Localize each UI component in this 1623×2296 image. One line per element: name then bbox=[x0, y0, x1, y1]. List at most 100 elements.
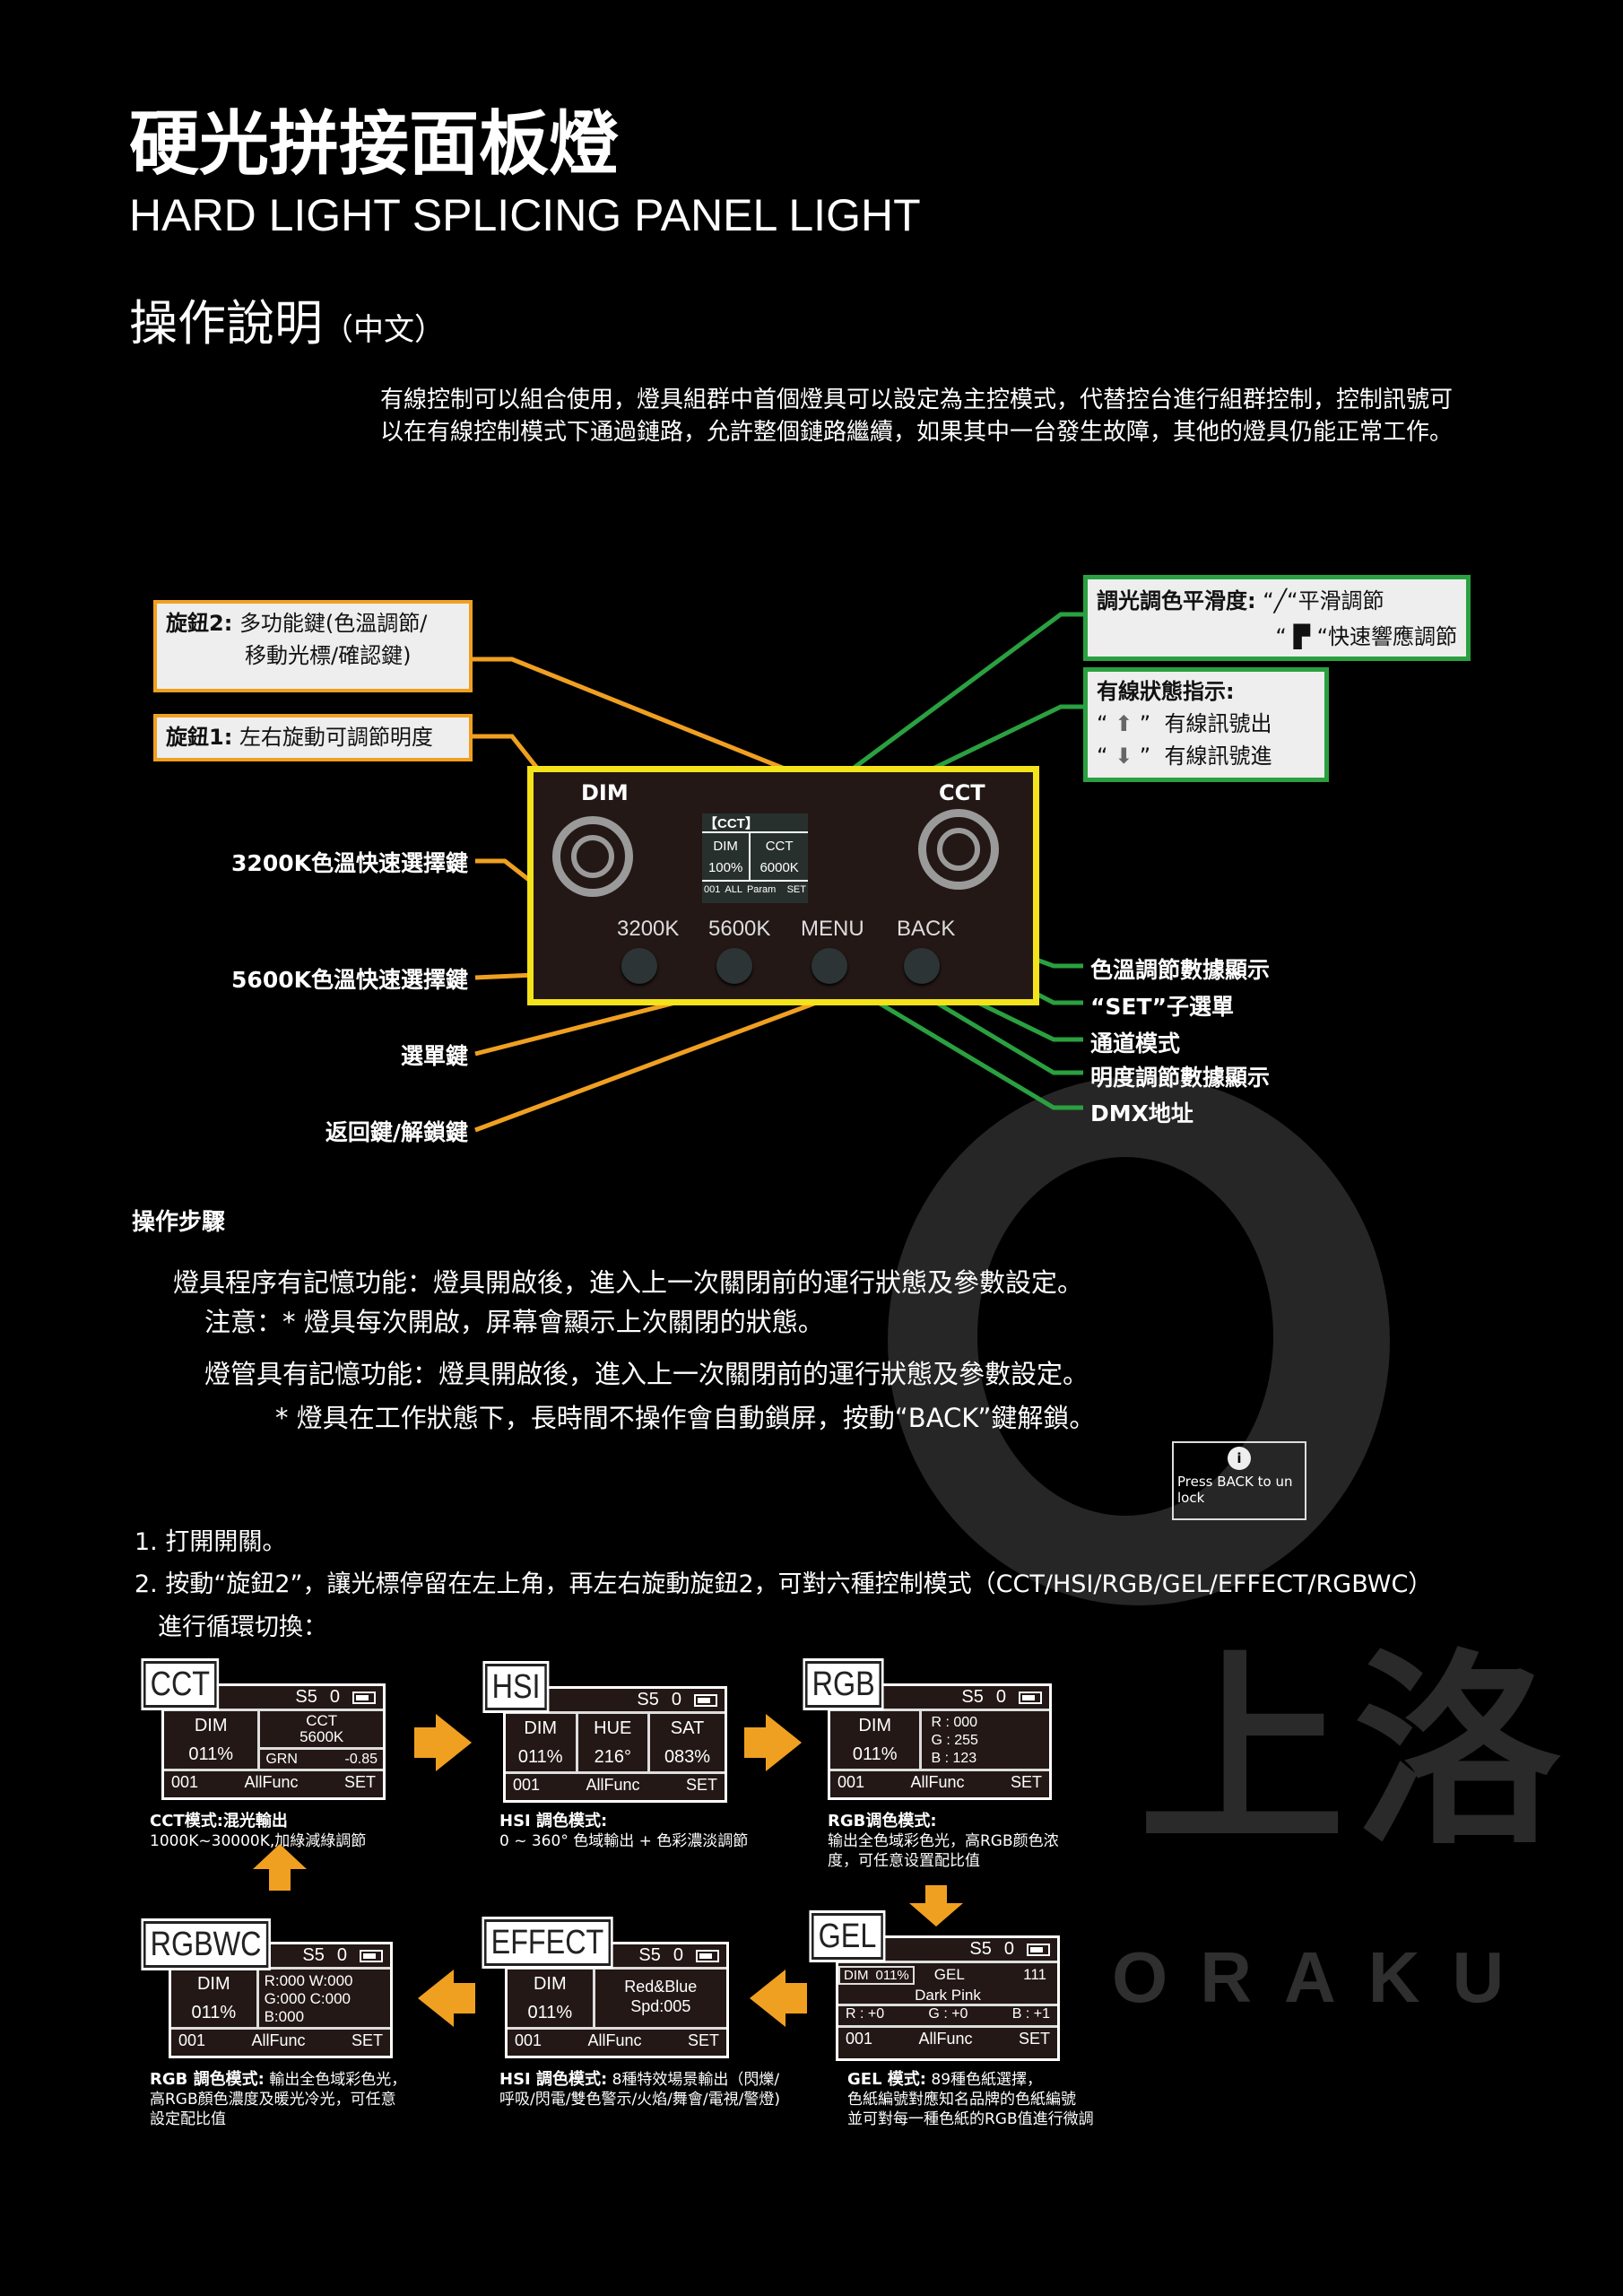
panel-cct-label: CCT bbox=[939, 780, 985, 805]
dim-label: DIM bbox=[196, 1973, 230, 1994]
zero: 0 bbox=[1003, 1939, 1014, 1959]
b-value: B:000 bbox=[264, 2008, 305, 2025]
scene: S5 bbox=[969, 1939, 992, 1959]
desc-text-0: 8種特效場景輸出（閃爍/ bbox=[612, 2071, 780, 2089]
func: AllFunc bbox=[918, 2030, 973, 2048]
desc-text-2: 度，可任意设置配比值 bbox=[828, 1852, 980, 1870]
arrow-up-icon: ⬆ bbox=[1115, 711, 1133, 736]
lcd-dim-label: DIM bbox=[713, 839, 738, 854]
tag-hsi: HSI bbox=[482, 1661, 550, 1713]
desc-rgb: RGB调色模式:输出全色域彩色光，高RGB颜色浓度，可任意设置配比值 bbox=[828, 1812, 1059, 1871]
b-value: B : 123 bbox=[931, 1751, 977, 1766]
scene: S5 bbox=[295, 1687, 317, 1707]
sat-value: 083% bbox=[664, 1746, 711, 1767]
set: SET bbox=[687, 2031, 719, 2049]
step-curve-icon: ▛ bbox=[1293, 624, 1310, 649]
note-tube-memory: 燈管具有記憶功能：燈具開啟後，進入上一次關閉前的運行狀態及參數設定。 bbox=[204, 1359, 1089, 1389]
desc-text-0: 89種色紙選擇， bbox=[931, 2071, 1043, 2089]
desc-title: RGB调色模式: bbox=[828, 1812, 937, 1831]
label-dmx-address: DMX地址 bbox=[1090, 1100, 1193, 1126]
zero: 0 bbox=[329, 1687, 340, 1707]
func: AllFunc bbox=[587, 2031, 642, 2049]
callout-knob2: 旋鈕2: 多功能鍵(色溫調節/ 移動光標/確認鍵) bbox=[153, 600, 473, 692]
battery-icon bbox=[360, 1949, 383, 1962]
intro-paragraph: 有線控制可以組合使用，燈具組群中首個燈具可以設定為主控模式，代替控台進行組群控制… bbox=[380, 387, 1454, 446]
hue-value: 216° bbox=[594, 1746, 631, 1767]
arrow-down-icon: ⬇ bbox=[1115, 744, 1133, 769]
desc-title: HSI 調色模式: bbox=[499, 1812, 608, 1831]
arrow-up-icon bbox=[253, 1844, 307, 1869]
button-back[interactable] bbox=[904, 948, 940, 984]
battery-icon bbox=[1019, 1691, 1042, 1704]
desc-text-1: 高RGB顏色濃度及暖光冷光，可任意 bbox=[150, 2091, 396, 2109]
label-set-submenu: “SET”子選單 bbox=[1090, 994, 1234, 1020]
knob2-line2: 移動光標/確認鍵) bbox=[245, 643, 412, 668]
lock-message: Press BACK to un lock bbox=[1177, 1474, 1293, 1506]
lcd-dim-value: 100% bbox=[707, 860, 743, 875]
arrow-left-icon bbox=[418, 1970, 454, 2027]
page-subtitle: HARD LIGHT SPLICING PANEL LIGHT bbox=[129, 190, 921, 240]
zero: 0 bbox=[995, 1687, 1006, 1707]
dim-label: DIM bbox=[858, 1715, 892, 1735]
section-title: 操作說明（中文） bbox=[129, 283, 445, 354]
battery-icon bbox=[1027, 1943, 1050, 1956]
desc-rgbwc: RGB 調色模式: 輸出全色域彩色光，高RGB顏色濃度及暖光冷光，可任意設定配比… bbox=[150, 2070, 406, 2129]
desc-text: 1000K~30000K,加綠減綠調節 bbox=[150, 1832, 367, 1850]
cct-value: 5600K bbox=[299, 1728, 344, 1745]
section-note: （中文） bbox=[323, 312, 445, 348]
wired-in: 有線訊號進 bbox=[1164, 744, 1272, 769]
set: SET bbox=[1018, 2030, 1050, 2048]
lcd-dmx-address: 001 bbox=[704, 884, 721, 895]
gel-number: 111 bbox=[1023, 1966, 1046, 1983]
effect-name: Red&Blue bbox=[624, 1978, 698, 1996]
wired-title: 有線狀態指示: bbox=[1097, 679, 1235, 704]
sat-label: SAT bbox=[670, 1718, 705, 1738]
gel-dim-label: DIM bbox=[844, 1967, 869, 1983]
dim-value: 011% bbox=[188, 1744, 234, 1764]
lock-popup: i Press BACK to un lock bbox=[1172, 1441, 1306, 1520]
label-dim-display: 明度調節數據顯示 bbox=[1090, 1065, 1271, 1091]
desc-title: RGB 調色模式: bbox=[150, 2070, 265, 2089]
button-3200k[interactable] bbox=[621, 948, 657, 984]
desc-text-2: 設定配比值 bbox=[150, 2110, 226, 2128]
zero: 0 bbox=[336, 1945, 347, 1965]
knob1-text: 左右旋動可調節明度 bbox=[239, 725, 433, 750]
cct-knob[interactable] bbox=[918, 809, 999, 890]
scene: S5 bbox=[637, 1690, 659, 1709]
callout-knob1: 旋鈕1: 左右旋動可調節明度 bbox=[153, 714, 473, 761]
set: SET bbox=[351, 2031, 383, 2049]
gel-name: Dark Pink bbox=[838, 1987, 1057, 2006]
watermark-logo-inner bbox=[977, 1157, 1273, 1516]
scene: S5 bbox=[302, 1945, 325, 1965]
dim-knob[interactable] bbox=[552, 816, 633, 897]
gel-label: GEL bbox=[933, 1966, 965, 1983]
arrow-down-icon bbox=[909, 1903, 963, 1926]
button-menu[interactable] bbox=[812, 948, 847, 984]
label-3200k-key: 3200K色溫快速選擇鍵 bbox=[231, 850, 468, 876]
dim-value: 011% bbox=[852, 1744, 898, 1764]
func: AllFunc bbox=[244, 1773, 299, 1791]
button-5600k[interactable] bbox=[716, 948, 752, 984]
lcd-cct-value: 6000K bbox=[759, 860, 799, 875]
watermark-logo-text: 上洛 bbox=[1139, 1633, 1570, 1873]
func: AllFunc bbox=[910, 1773, 965, 1791]
address: 001 bbox=[515, 2031, 542, 2049]
desc-text-2: 並可對每一種色紙的RGB值進行微調 bbox=[847, 2110, 1094, 2128]
desc-text-1: 色紙編號對應知名品牌的色紙編號 bbox=[847, 2091, 1076, 2109]
desc-title: HSI 調色模式: bbox=[499, 2070, 608, 2089]
info-icon: i bbox=[1228, 1447, 1251, 1470]
tag-effect: EFFECT bbox=[482, 1917, 613, 1969]
arrow-right-icon bbox=[436, 1714, 472, 1771]
lcd-cct-label: CCT bbox=[765, 839, 794, 854]
desc-text-1: 呼吸/閃電/雙色警示/火焰/舞會/電視/警燈) bbox=[499, 2091, 780, 2109]
tag-gel: GEL bbox=[809, 1910, 886, 1962]
battery-icon bbox=[694, 1693, 717, 1707]
address: 001 bbox=[846, 2030, 873, 2048]
section-label: 操作說明 bbox=[129, 295, 323, 352]
dim-value: 011% bbox=[527, 2002, 573, 2022]
address: 001 bbox=[171, 1773, 199, 1791]
